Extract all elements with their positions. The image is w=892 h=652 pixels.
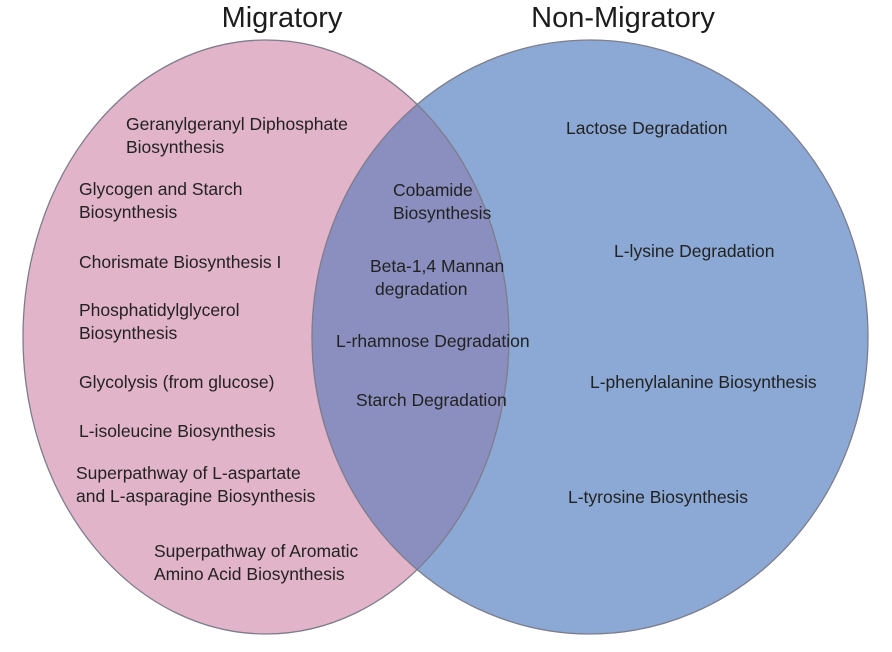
non-migratory-item: L-tyrosine Biosynthesis xyxy=(568,487,748,507)
migratory-item: L-isoleucine Biosynthesis xyxy=(79,421,276,441)
shared-item: Cobamide Biosynthesis xyxy=(393,180,491,223)
migratory-item: Geranylgeranyl Diphosphate Biosynthesis xyxy=(126,114,353,157)
non-migratory-item: Lactose Degradation xyxy=(566,118,728,138)
non-migratory-title: Non-Migratory xyxy=(531,2,715,34)
shared-item: Beta-1,4 Mannan degradation xyxy=(370,256,509,299)
migratory-item: Glycolysis (from glucose) xyxy=(79,372,274,392)
migratory-item: Superpathway of L-aspartate and L-aspara… xyxy=(76,463,316,506)
shared-item: L-rhamnose Degradation xyxy=(336,331,530,351)
shared-item: Starch Degradation xyxy=(356,390,507,410)
migratory-outline xyxy=(22,39,510,635)
non-migratory-item: L-phenylalanine Biosynthesis xyxy=(590,372,817,392)
non-migratory-item: L-lysine Degradation xyxy=(614,241,775,261)
overlap-region xyxy=(312,40,509,634)
non-migratory-outline xyxy=(311,39,869,635)
migratory-item: Phosphatidylglycerol Biosynthesis xyxy=(79,300,244,343)
migratory-title: Migratory xyxy=(222,2,343,34)
migratory-item: Chorismate Biosynthesis I xyxy=(79,252,281,272)
migratory-item: Glycogen and Starch Biosynthesis xyxy=(79,179,247,222)
migratory-item: Superpathway of Aromatic Amino Acid Bios… xyxy=(154,541,363,584)
